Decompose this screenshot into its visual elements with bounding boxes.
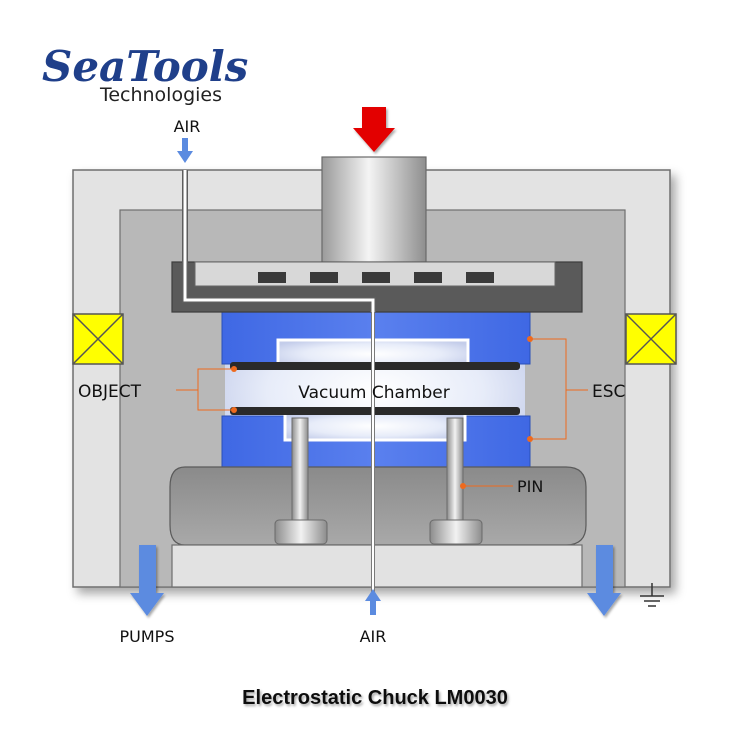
esc-label: ESC — [592, 382, 625, 402]
air-in-arrow-icon — [177, 138, 193, 163]
leader-object — [176, 368, 234, 411]
lift-pin-right — [429, 417, 483, 545]
leader-esc — [530, 338, 588, 440]
object-label: OBJECT — [78, 382, 142, 402]
air-bottom-arrow-icon — [365, 589, 381, 615]
esc-point-lower — [527, 436, 533, 442]
base-plate — [171, 544, 583, 588]
air-channel-top — [182, 170, 376, 312]
object-point-lower — [231, 407, 237, 413]
object-point-upper — [231, 366, 237, 372]
coil-right — [625, 313, 677, 365]
pump-arrow-right-icon — [587, 545, 621, 616]
esc-point-upper — [527, 336, 533, 342]
logo-name: SeaTools — [42, 42, 248, 91]
air-top-label: AIR — [174, 117, 201, 136]
ground-icon — [640, 583, 664, 607]
air-bottom-label: AIR — [360, 627, 387, 646]
pumps-label: PUMPS — [120, 627, 175, 646]
diagram-caption: Electrostatic Chuck LM0030 — [242, 687, 508, 709]
chuck-electrodes — [258, 272, 494, 283]
logo-subtitle: Technologies — [99, 84, 222, 106]
pin-label: PIN — [517, 477, 543, 496]
press-arrow-icon — [353, 107, 395, 152]
coil-left — [72, 313, 124, 365]
pump-arrow-left-icon — [130, 545, 164, 616]
lift-pin-left — [274, 417, 328, 545]
leader-pin — [460, 483, 513, 489]
press-cylinder — [321, 156, 427, 266]
vacuum-chamber-label: Vacuum Chamber — [298, 383, 449, 403]
